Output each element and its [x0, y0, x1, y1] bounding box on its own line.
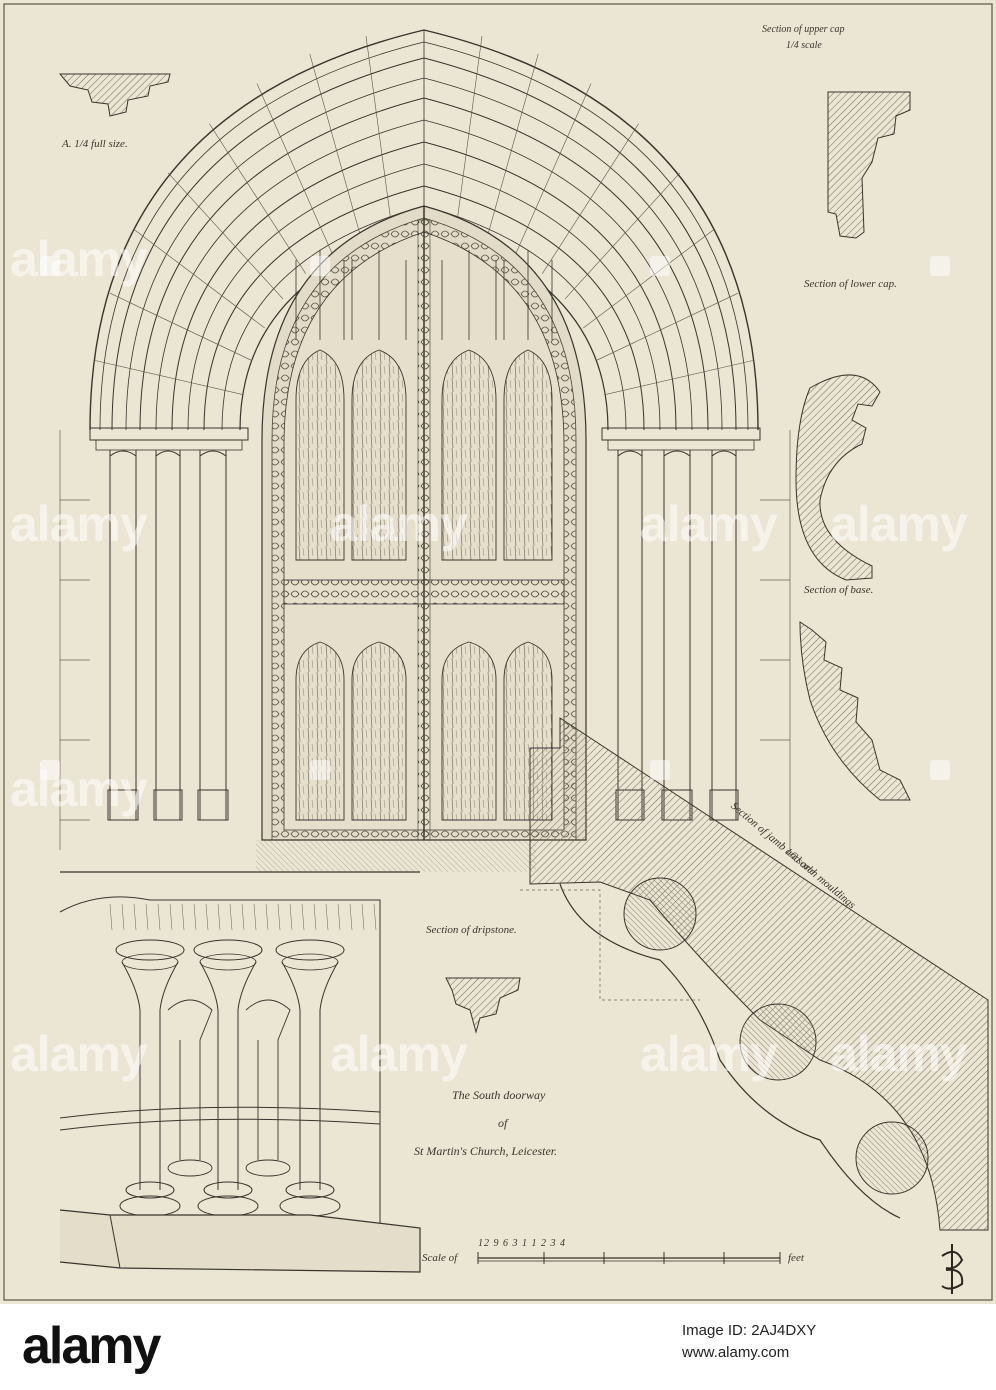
watermark-logo: alamy — [330, 1026, 468, 1082]
footer-logo[interactable]: alamy — [22, 1317, 161, 1375]
watermark-a-icon — [930, 256, 950, 276]
watermark-logo: alamy — [10, 231, 148, 287]
watermark-logo: alamy — [830, 1026, 968, 1082]
watermark-a-icon — [650, 256, 670, 276]
upper-cap-section — [827, 91, 911, 239]
watermark-logo: alamy — [10, 496, 148, 552]
watermark-logo: alamy — [830, 496, 968, 552]
profile-a — [58, 73, 171, 117]
label-dripstone: Section of dripstone. — [426, 924, 517, 936]
door-panels — [283, 250, 565, 821]
capitals — [89, 427, 761, 451]
caption-line-3: St Martin's Church, Leicester. — [414, 1144, 558, 1158]
label-upper-cap: Section of upper cap — [762, 24, 845, 35]
scale-suffix: feet — [788, 1252, 804, 1264]
watermark-logo: alamy — [10, 761, 148, 817]
jamb-arch-section — [520, 717, 989, 1231]
base-section — [799, 621, 911, 801]
monogram-mark — [941, 1244, 964, 1294]
footer-strip — [0, 1304, 996, 1390]
watermark-logo: alamy — [640, 496, 778, 552]
watermark-a-icon — [930, 760, 950, 780]
plate-border — [3, 3, 993, 1301]
label-base: Section of base. — [804, 584, 874, 596]
label-a-full-size: A. 1/4 full size. — [62, 138, 128, 150]
engraving-drawing — [3, 3, 993, 1301]
column-perspective — [59, 896, 421, 1273]
watermark-logo: alamy — [640, 1026, 778, 1082]
lower-cap-section — [795, 374, 881, 581]
threshold — [256, 840, 536, 872]
scale-ticks: 12 9 6 3 1 1 2 3 4 — [478, 1238, 566, 1249]
watermark-a-icon — [40, 760, 60, 780]
watermark-a-icon — [40, 256, 60, 276]
caption-line-1: The South doorway — [452, 1088, 546, 1102]
arch-voussoir-joints — [95, 30, 753, 395]
watermark-a-icon — [310, 256, 330, 276]
caption-line-2: of — [498, 1116, 508, 1130]
watermark-logo: alamy — [330, 496, 468, 552]
engraving-plate: A. 1/4 full size. Section of upper cap 1… — [0, 0, 996, 1304]
watermark-a-icon — [310, 760, 330, 780]
watermark-logo: alamy — [10, 1026, 148, 1082]
scale-bar — [477, 1252, 781, 1264]
footer-url[interactable]: www.alamy.com — [682, 1344, 790, 1361]
label-upper-cap-scale: 1/4 scale — [786, 40, 822, 51]
footer-image-id: Image ID: 2AJ4DXY — [682, 1322, 817, 1339]
dripstone-section — [445, 977, 521, 1034]
scale-prefix: Scale of — [422, 1252, 458, 1264]
label-lower-cap: Section of lower cap. — [804, 278, 897, 290]
watermark-a-icon — [650, 760, 670, 780]
